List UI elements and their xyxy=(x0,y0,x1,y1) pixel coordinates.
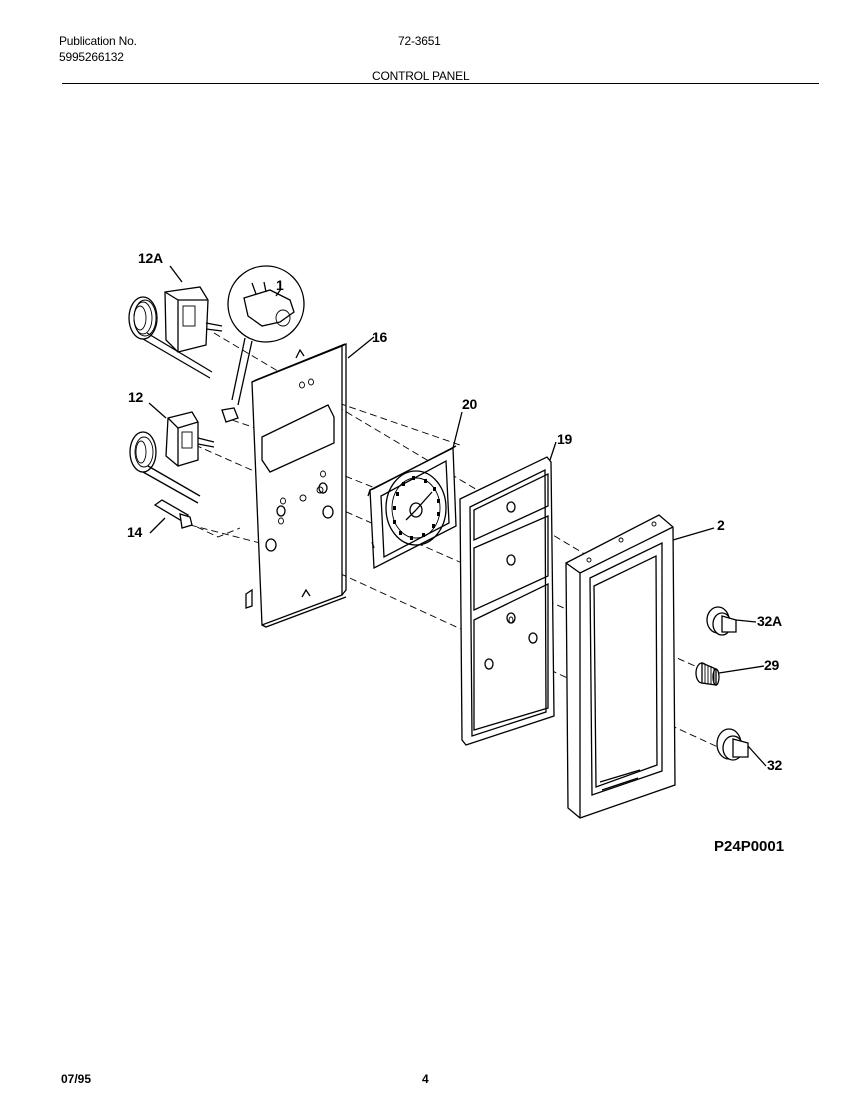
drawing-id: P24P0001 xyxy=(714,838,785,855)
publication-label: Publication No. xyxy=(59,34,137,48)
publication-number: 5995266132 xyxy=(59,50,124,64)
thermostat-12 xyxy=(129,411,215,504)
callout-12: 12 xyxy=(128,389,143,405)
trim-frame-2 xyxy=(565,514,676,819)
callout-29: 29 xyxy=(764,657,779,673)
sensor-14 xyxy=(153,499,193,529)
page-number: 4 xyxy=(422,1072,429,1086)
thermostat-12a xyxy=(128,286,223,379)
callout-14: 14 xyxy=(127,524,142,540)
callout-32: 32 xyxy=(767,757,782,773)
footer-date: 07/95 xyxy=(61,1072,92,1086)
callout-19: 19 xyxy=(557,431,572,447)
callout-16: 16 xyxy=(372,329,387,345)
section-title: CONTROL PANEL xyxy=(372,69,470,83)
callout-2: 2 xyxy=(717,517,725,533)
callout-1: 1 xyxy=(276,277,284,293)
callout-32a: 32A xyxy=(757,613,782,629)
knob-32 xyxy=(716,728,767,767)
knob-detail-1 xyxy=(221,265,305,423)
control-panel-back-16 xyxy=(245,342,347,628)
overlay-panel-19 xyxy=(459,456,555,746)
callout-20: 20 xyxy=(462,396,477,412)
model-number: 72-3651 xyxy=(398,34,441,48)
clock-20 xyxy=(367,445,457,570)
knob-29 xyxy=(695,662,765,686)
callout-12a: 12A xyxy=(138,250,163,266)
header-rule xyxy=(62,83,819,84)
callout-leaders xyxy=(148,265,715,541)
knob-32a xyxy=(706,606,757,636)
